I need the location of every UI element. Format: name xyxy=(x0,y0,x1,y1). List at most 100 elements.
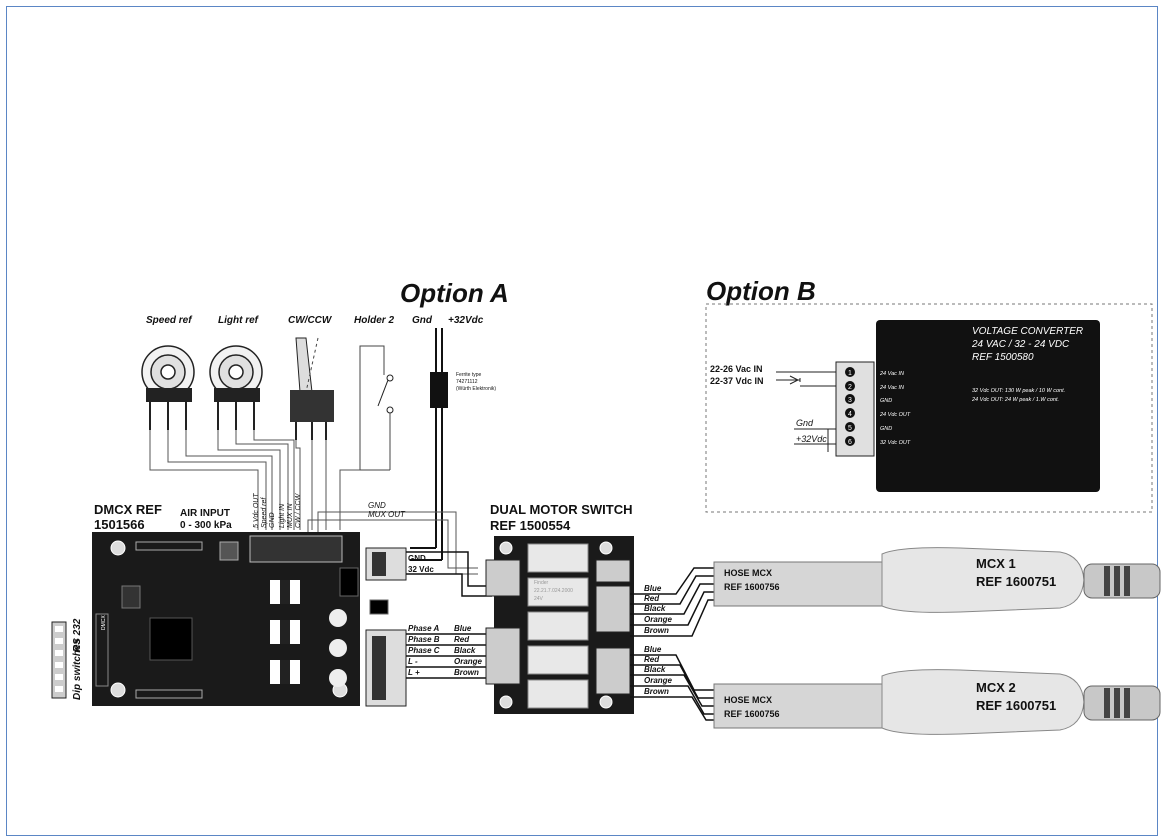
converter-ref: REF 1500580 xyxy=(972,352,1034,363)
out1-red: Red xyxy=(644,594,660,603)
dip-switches-label: Dip switches xyxy=(72,638,83,700)
input-vdc-label: 22-37 Vdc IN xyxy=(710,376,764,386)
mux-out-wire-label: MUX OUT xyxy=(368,510,406,519)
hose1-label: HOSE MCX xyxy=(724,568,772,578)
gnd-wire-label: GND xyxy=(368,501,386,510)
hose1-wires xyxy=(630,567,714,637)
converter-terminals: 1 2 3 4 5 6 xyxy=(845,367,855,446)
dmcx-gnd-label: GND xyxy=(408,554,426,563)
converter-title: VOLTAGE CONVERTER xyxy=(972,326,1083,337)
dmcx-pin-labels: 5 Vdc OUT Speed ref GND Light IN MUX IN … xyxy=(253,492,302,528)
light-ref-label: Light ref xyxy=(218,315,260,326)
pin2-label: 24 Vac IN xyxy=(879,385,904,391)
mcx-2-handpiece xyxy=(881,669,1161,735)
speed-ref-label: Speed ref xyxy=(146,315,193,326)
pin-cw-ccw: CW / CCW xyxy=(295,492,302,528)
dmcx-title: DMCX REF xyxy=(94,502,162,517)
terminal-4: 4 xyxy=(848,411,852,418)
wire-blue: Blue xyxy=(454,624,472,633)
out2-red: Red xyxy=(644,655,660,664)
out1-black: Black xyxy=(644,604,666,613)
dmcx-32vdc-label: 32 Vdc xyxy=(408,565,434,574)
phase-wires xyxy=(406,633,492,679)
rs232-connector xyxy=(51,621,67,699)
hose2-wires xyxy=(630,654,714,721)
relays: Finder 22.21.7.024.2000 24V xyxy=(527,543,589,709)
pin4-label: 24 Vdc OUT xyxy=(879,412,911,418)
dmcx-power-connector xyxy=(365,547,407,581)
pin-5vdc-out: 5 Vdc OUT xyxy=(253,493,260,528)
vdc-label: +32Vdc xyxy=(448,315,484,326)
dms-ref: REF 1500554 xyxy=(490,518,571,533)
relay-voltage: 24V xyxy=(534,596,544,602)
ferrite-maker-label: (Würth Elektronik) xyxy=(456,386,496,392)
phase-b: Phase B xyxy=(408,635,440,644)
hose-mcx-2 xyxy=(713,683,883,729)
out2-blue: Blue xyxy=(644,645,662,654)
relay-part: 22.21.7.024.2000 xyxy=(534,588,573,594)
ferrite-part-label: 74271112 xyxy=(456,379,478,385)
air-pressure-label: 0 - 300 kPa xyxy=(180,520,232,531)
ferrite-type-label: Ferrite type xyxy=(456,372,482,378)
wire-orange: Orange xyxy=(454,657,483,666)
out1-orange: Orange xyxy=(644,615,673,624)
pin-speed-ref: Speed ref xyxy=(261,497,268,528)
out2-black: Black xyxy=(644,665,666,674)
input-vac-label: 22-26 Vac IN xyxy=(710,364,763,374)
terminal-3: 3 xyxy=(848,397,852,404)
dms-title: DUAL MOTOR SWITCH xyxy=(490,502,633,517)
hose1-ref: REF 1600756 xyxy=(724,582,780,592)
dms-output-colors-top: Blue Red Black Orange Brown xyxy=(644,584,673,635)
option-b-box xyxy=(705,303,1153,513)
mcx2-title: MCX 2 xyxy=(976,680,1016,695)
rs232-label: RS 232 xyxy=(72,618,83,652)
phase-c: Phase C xyxy=(408,646,440,655)
option-a-heading: Option A xyxy=(400,278,509,308)
hose2-label: HOSE MCX xyxy=(724,695,772,705)
holder-switch xyxy=(359,345,394,471)
board-mark: DMCX xyxy=(101,615,107,630)
phase-l-minus: L - xyxy=(408,657,418,666)
out2-brown: Brown xyxy=(644,687,669,696)
converter-gnd-label: Gnd xyxy=(796,418,814,428)
holder-2-label: Holder 2 xyxy=(354,315,394,326)
light-potentiometer xyxy=(209,345,263,430)
wire-red: Red xyxy=(454,635,470,644)
control-wires xyxy=(149,430,478,575)
relay-brand: Finder xyxy=(534,580,549,586)
out2-orange: Orange xyxy=(644,676,673,685)
mcx2-ref: REF 1600751 xyxy=(976,698,1056,713)
phase-labels: Phase A Phase B Phase C L - L + xyxy=(408,624,440,677)
out1-brown: Brown xyxy=(644,626,669,635)
dmcx-phase-connector xyxy=(365,629,407,707)
wire-black: Black xyxy=(454,646,476,655)
mcx1-title: MCX 1 xyxy=(976,556,1016,571)
ferrite-core xyxy=(430,372,448,408)
pin1-label: 24 Vac IN xyxy=(879,371,904,377)
mcx1-ref: REF 1600751 xyxy=(976,574,1056,589)
cw-ccw-label: CW/CCW xyxy=(288,315,333,326)
pin3-label: GND xyxy=(880,398,892,404)
speed-potentiometer xyxy=(141,345,195,430)
phase-a: Phase A xyxy=(408,624,439,633)
terminal-1: 1 xyxy=(848,370,852,377)
dmcx-ref: 1501566 xyxy=(94,517,145,532)
converter-spec-24v: 24 Vdc OUT: 24 W peak / 1.W cont. xyxy=(971,397,1059,403)
converter-32vdc-label: +32Vdc xyxy=(796,434,827,444)
out1-blue: Blue xyxy=(644,584,662,593)
power-wires xyxy=(410,328,448,561)
pin5-label: GND xyxy=(880,426,892,432)
cw-ccw-toggle-switch xyxy=(290,337,334,440)
phase-color-labels-dmcx: Blue Red Black Orange Brown xyxy=(454,624,483,677)
terminal-6: 6 xyxy=(848,439,852,446)
hose-mcx-1 xyxy=(713,561,883,607)
voltage-converter xyxy=(835,320,1100,492)
pin6-label: 32 Vdc OUT xyxy=(880,440,911,446)
dmcx-board: DMCX xyxy=(92,532,389,706)
pin-light-in: Light IN xyxy=(279,503,286,528)
phase-l-plus: L + xyxy=(408,668,420,677)
dms-output-colors-bottom: Blue Red Black Orange Brown xyxy=(644,645,673,696)
converter-voltage: 24 VAC / 32 - 24 VDC xyxy=(971,339,1070,350)
terminal-2: 2 xyxy=(848,384,852,391)
hose2-ref: REF 1600756 xyxy=(724,709,780,719)
